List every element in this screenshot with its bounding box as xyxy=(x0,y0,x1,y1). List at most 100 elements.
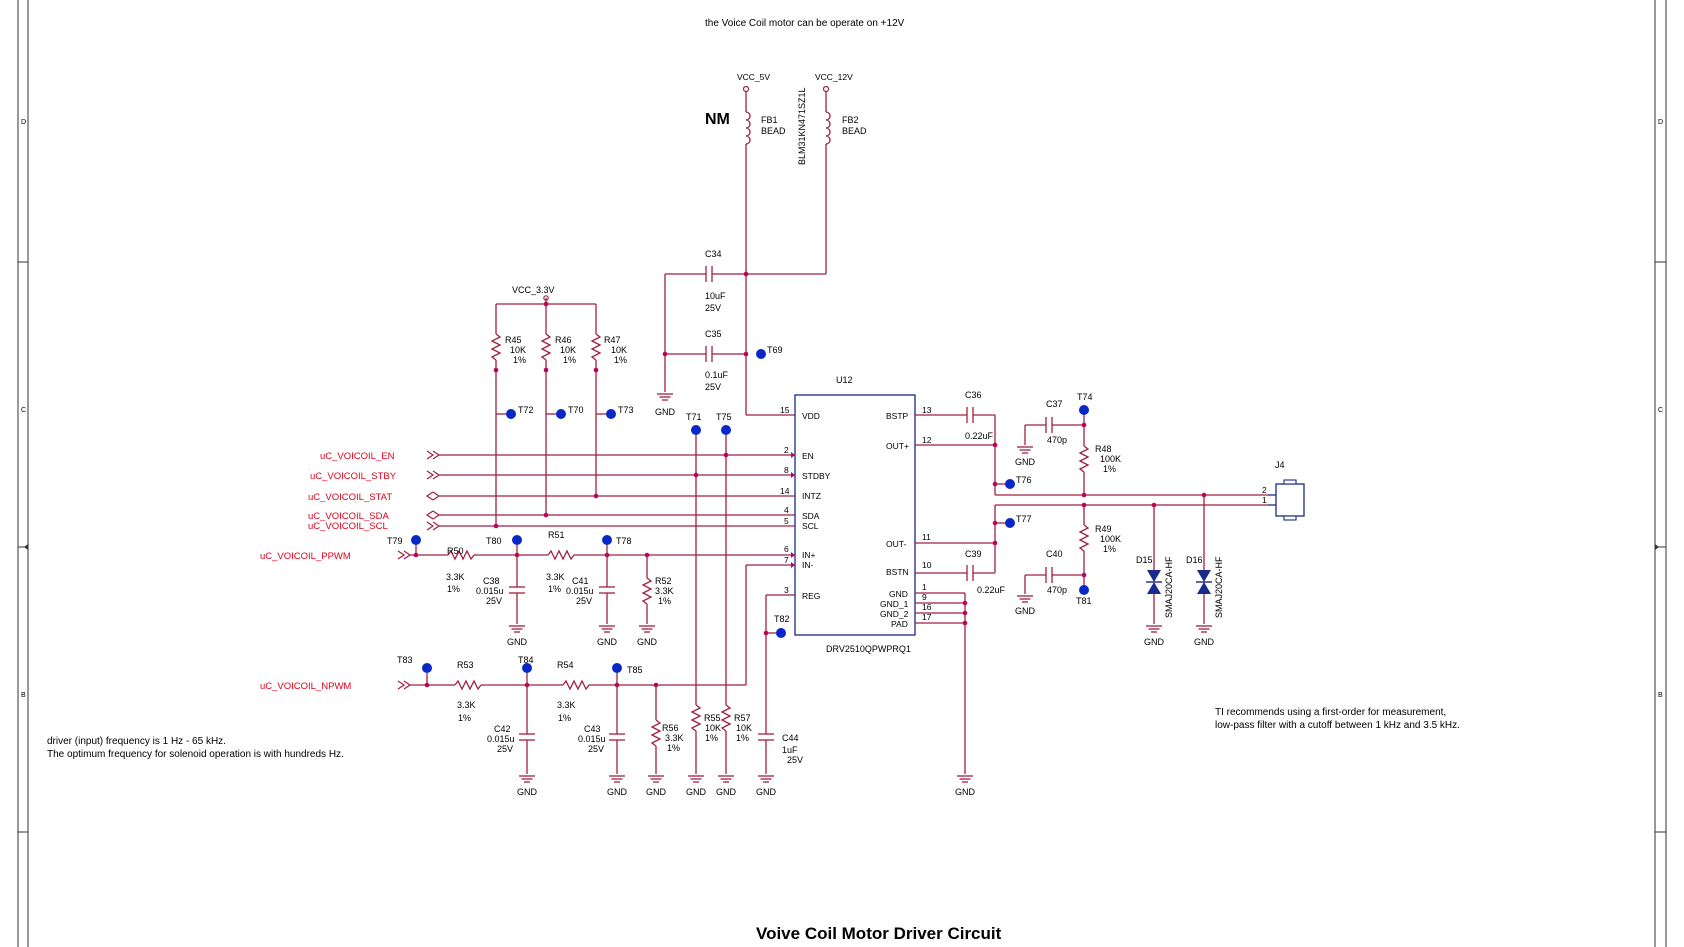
gnd-r57: GND xyxy=(716,787,737,797)
pullup-section xyxy=(490,295,616,526)
net-sda: uC_VOICOIL_SDA xyxy=(308,511,389,522)
fb1-ref: FB1 xyxy=(761,115,778,125)
gnd-r56: GND xyxy=(646,787,667,797)
j4-pin2: 2 xyxy=(1262,485,1267,495)
ic-pin-2: 2 xyxy=(784,445,789,455)
r53-ref: R53 xyxy=(457,660,474,670)
ic-pin-10: 10 xyxy=(922,560,932,570)
ic-pin-17: 17 xyxy=(922,612,932,622)
net-stat: uC_VOICOIL_STAT xyxy=(308,492,392,503)
tp-t80: T80 xyxy=(486,536,502,546)
d16-ref: D16 xyxy=(1186,555,1203,565)
vcc33-label: VCC_3.3V xyxy=(512,285,555,295)
gnd-d15: GND xyxy=(1144,637,1165,647)
vcc12-label: VCC_12V xyxy=(815,72,853,82)
ic-pin-9: 9 xyxy=(922,592,927,602)
c41-volt: 25V xyxy=(576,596,592,606)
r55-ref: R55 xyxy=(704,713,721,723)
tp-t76: T76 xyxy=(1016,475,1032,485)
r47-ref: R47 xyxy=(604,335,621,345)
ic-pin-13: 13 xyxy=(922,405,932,415)
ic-pin-inn: IN- xyxy=(802,560,814,570)
ic-pin-en: EN xyxy=(802,451,814,461)
ic-pin-16: 16 xyxy=(922,602,932,612)
vcc5-label: VCC_5V xyxy=(737,72,770,82)
gnd-c42: GND xyxy=(517,787,538,797)
c42-volt: 25V xyxy=(497,744,513,754)
r52-tol: 1% xyxy=(658,596,671,606)
r54-value: 3.3K xyxy=(557,700,576,710)
c38-ref: C38 xyxy=(483,576,500,586)
ic-pin-stdby: STDBY xyxy=(802,471,831,481)
fb2-value: BEAD xyxy=(842,126,867,136)
gnd-c38: GND xyxy=(507,637,528,647)
c43-ref: C43 xyxy=(584,724,601,734)
r46-value: 10K xyxy=(560,345,576,355)
tp-t82: T82 xyxy=(774,614,790,624)
ic-pin-bstp: BSTP xyxy=(886,411,909,421)
r46-ref: R46 xyxy=(555,335,572,345)
zone-b-left: B xyxy=(21,692,26,699)
tp-t77: T77 xyxy=(1016,514,1032,524)
net-en: uC_VOICOIL_EN xyxy=(320,451,395,462)
c43-value: 0.015u xyxy=(578,734,606,744)
c34-ref: C34 xyxy=(705,249,722,259)
c37-value: 470p xyxy=(1047,435,1067,445)
c35-ref: C35 xyxy=(705,329,722,339)
top-note: the Voice Coil motor can be operate on +… xyxy=(705,18,905,29)
gnd-c43: GND xyxy=(607,787,628,797)
gnd-c40: GND xyxy=(1015,606,1036,616)
tp-t73: T73 xyxy=(618,405,634,415)
ic-pin-bstn: BSTN xyxy=(886,567,909,577)
c39-ref: C39 xyxy=(965,549,982,559)
gnd-label-c35: GND xyxy=(655,407,676,417)
ic-pin-gnd2: GND_2 xyxy=(880,609,909,619)
r51-ref: R51 xyxy=(548,530,565,540)
r50-ref: R50 xyxy=(447,546,464,556)
tp-t84: T84 xyxy=(518,655,534,665)
ic-pin-5: 5 xyxy=(784,516,789,526)
d16-part: SMAJ20CA-HF xyxy=(1214,556,1224,618)
freq-note-2: The optimum frequency for solenoid opera… xyxy=(47,749,344,760)
zone-d-left: D xyxy=(21,119,26,126)
net-stby: uC_VOICOIL_STBY xyxy=(310,471,397,482)
c41-value: 0.015u xyxy=(566,586,594,596)
r47-tol: 1% xyxy=(614,355,627,365)
r50-value: 3.3K xyxy=(446,572,465,582)
zone-b-right: B xyxy=(1658,692,1663,699)
r48-ref: R48 xyxy=(1095,444,1112,454)
r49-ref: R49 xyxy=(1095,524,1112,534)
tp-t74: T74 xyxy=(1077,392,1093,402)
r46-tol: 1% xyxy=(563,355,576,365)
zone-c-left: C xyxy=(21,407,26,414)
ic-pin-outn: OUT- xyxy=(886,539,906,549)
nm-label: NM xyxy=(705,111,730,128)
c40-value: 470p xyxy=(1047,585,1067,595)
r52-ref: R52 xyxy=(655,576,672,586)
j4-pin1: 1 xyxy=(1262,495,1267,505)
gnd-c44: GND xyxy=(756,787,777,797)
r48-tol: 1% xyxy=(1103,464,1116,474)
ic-pin-11: 11 xyxy=(922,532,931,542)
tp-t78: T78 xyxy=(616,536,632,546)
ic-pin-6: 6 xyxy=(784,544,789,554)
ic-pin-4: 4 xyxy=(784,505,789,515)
c34-value: 10uF xyxy=(705,291,726,301)
c44-volt: 25V xyxy=(787,755,803,765)
control-nets xyxy=(426,450,795,531)
r56-tol: 1% xyxy=(667,743,680,753)
gnd-r52: GND xyxy=(637,637,658,647)
ic-pin-15: 15 xyxy=(780,405,790,415)
zone-d-right: D xyxy=(1658,119,1663,126)
ic-pin-7: 7 xyxy=(784,555,789,565)
r51-value: 3.3K xyxy=(546,572,565,582)
ic-part: DRV2510QPWPRQ1 xyxy=(826,644,911,654)
ic-pin-sda: SDA xyxy=(802,511,820,521)
ic-pin-3: 3 xyxy=(784,585,789,595)
ic-ref: U12 xyxy=(836,375,853,385)
c42-value: 0.015u xyxy=(487,734,515,744)
r51-tol: 1% xyxy=(548,584,561,594)
ic-u12 xyxy=(791,394,916,636)
ic-pin-scl: SCL xyxy=(802,521,819,531)
